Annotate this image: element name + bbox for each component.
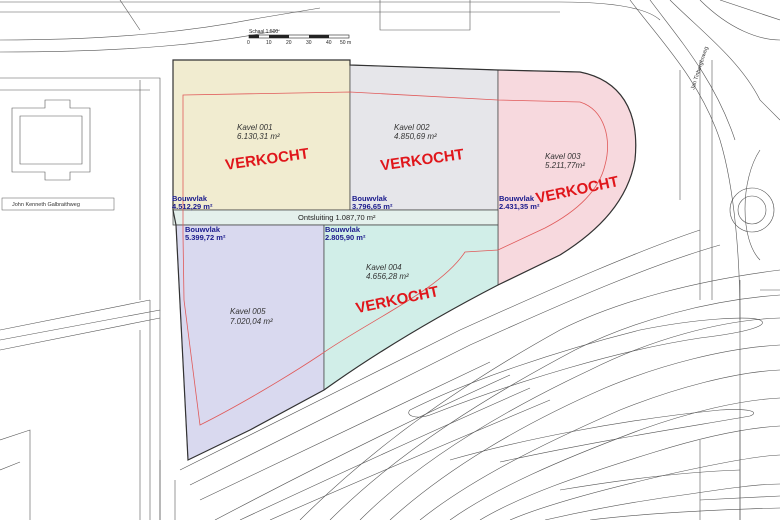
scale-tick-30: 30: [306, 40, 312, 46]
plot-002-bouwvlak-area: 3.796,65 m²: [352, 202, 393, 211]
scale-tick-20: 20: [286, 40, 292, 46]
site-boundary: [172, 59, 637, 461]
plot-005[interactable]: [175, 224, 325, 461]
scale-tick-10: 10: [266, 40, 272, 46]
plot-005-labels: Bouwvlak 5.399,72 m² Kavel 005 7.020,04 …: [185, 225, 273, 326]
plot-003-name: Kavel 003: [545, 152, 581, 161]
plot-004-bouwvlak-area: 2.805,90 m²: [325, 233, 366, 242]
plot-001-name: Kavel 001: [237, 123, 273, 132]
plot-004[interactable]: [323, 224, 499, 391]
plot-002-area: 4.850,69 m²: [394, 132, 437, 141]
plot-003-bouwvlak-label: Bouwvlak: [499, 194, 535, 203]
plot-005-bouwvlak-area: 5.399,72 m²: [185, 233, 226, 242]
scale-tick-40: 40: [326, 40, 332, 46]
plot-004-area: 4.656,28 m²: [366, 272, 409, 281]
plot-003-area: 5.211,77m²: [545, 161, 585, 170]
bouwvlak-outline: [182, 91, 608, 426]
scale-bar: Schaal 1:500 0 10 20 30 40 50 m: [247, 29, 351, 46]
scale-tick-50: 50 m: [340, 40, 351, 46]
plot-001-area: 6.130,31 m²: [237, 132, 280, 141]
plot-002-bouwvlak-label: Bouwvlak: [352, 194, 388, 203]
plot-005-name: Kavel 005: [230, 307, 266, 316]
plot-001-bouwvlak-label: Bouwvlak: [172, 194, 208, 203]
street-label-west: John Kenneth Galbraithweg: [1, 197, 115, 211]
scale-title: Schaal 1:500: [249, 29, 278, 35]
street-name-west: John Kenneth Galbraithweg: [12, 202, 80, 208]
scale-tick-0: 0: [247, 40, 250, 46]
plot-004-name: Kavel 004: [366, 263, 402, 272]
site-plots: [172, 59, 637, 461]
plot-001-bouwvlak-area: 4.512,29 m²: [172, 202, 213, 211]
plot-005-bouwvlak-label: Bouwvlak: [185, 225, 221, 234]
plot-004-bouwvlak-label: Bouwvlak: [325, 225, 361, 234]
plot-002-name: Kavel 002: [394, 123, 430, 132]
plot-003-bouwvlak-area: 2.431,35 m²: [499, 202, 540, 211]
access-road-label: Ontsluiting 1.087,70 m²: [298, 213, 376, 222]
plot-005-area: 7.020,04 m²: [230, 317, 273, 326]
